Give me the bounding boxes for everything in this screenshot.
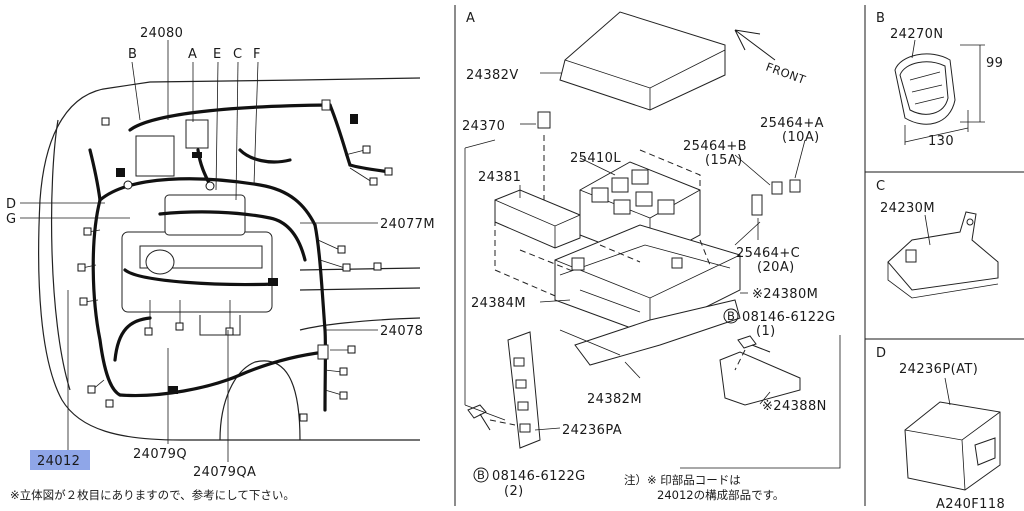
part-24388n-label: ※24388N (762, 399, 827, 414)
circled-b-1-letter: B (727, 309, 735, 323)
part-25464b-amp: (15A) (705, 153, 743, 168)
footnote-left: ※立体図が２枚目にありますので、参考にして下さい。 (10, 488, 295, 502)
vehicle-harness-view (20, 40, 421, 462)
part-24079qa-label: 24079QA (193, 465, 256, 480)
detail-d-drawing (904, 377, 1001, 491)
panel-dividers (454, 5, 1024, 506)
callout-e-label: E (213, 47, 222, 62)
part-24384m-label: 24384M (471, 296, 526, 311)
detail-a-title: A (466, 11, 475, 26)
detail-c-title: C (876, 179, 885, 194)
part-24270n-label: 24270N (890, 27, 943, 42)
detail-d-title: D (876, 346, 886, 361)
part-24370-label: 24370 (462, 119, 505, 134)
detail-b-drawing (894, 39, 985, 145)
part-24078-label: 24078 (380, 324, 423, 339)
part-24382m-label: 24382M (587, 392, 642, 407)
callout-f-label: F (253, 47, 261, 62)
part-24236p-at-label: 24236P(AT) (899, 362, 978, 377)
part-08146-6122g-1-qty: (1) (756, 324, 776, 339)
detail-c-drawing (887, 211, 999, 299)
part-08146-6122g-1-label: 08146-6122G (742, 310, 836, 325)
part-25464c-amp: (20A) (757, 260, 795, 275)
part-25410l-label: 25410L (570, 151, 621, 166)
part-25464a-amp: (10A) (782, 130, 820, 145)
circled-b-marker-1 (723, 308, 739, 324)
figure-code: A240F118 (936, 497, 1005, 511)
footnote-right-line-2: 24012の構成部品です。 (657, 488, 784, 502)
detail-a-drawing (464, 11, 841, 469)
front-arrow-label: FRONT (764, 60, 808, 87)
part-24080-label: 24080 (140, 26, 183, 41)
dim-height-label: 99 (986, 56, 1003, 71)
part-25464c-label: 25464+C (736, 246, 800, 261)
circled-b-2-letter: B (477, 468, 485, 482)
part-24012-label: 24012 (37, 454, 80, 469)
part-24079q-label: 24079Q (133, 447, 187, 462)
part-24381-label: 24381 (478, 170, 521, 185)
part-08146-6122g-2-label: 08146-6122G (492, 469, 586, 484)
callout-b-label: B (128, 47, 137, 62)
footnote-right-line-1: 注）※ 印部品コードは (624, 473, 741, 487)
part-08146-6122g-2-qty: (2) (504, 484, 524, 499)
part-24012-highlight (30, 450, 90, 470)
dim-width-label: 130 (928, 134, 954, 149)
circled-b-marker-2 (473, 467, 489, 483)
part-25464a-label: 25464+A (760, 116, 824, 131)
callout-d-label: D (6, 197, 16, 212)
callout-c-label: C (233, 47, 242, 62)
callout-a-label: A (188, 47, 197, 62)
detail-b-title: B (876, 11, 885, 26)
part-25464b-label: 25464+B (683, 139, 747, 154)
part-24230m-label: 24230M (880, 201, 935, 216)
part-24077m-label: 24077M (380, 217, 435, 232)
part-24382v-label: 24382V (466, 68, 519, 83)
part-24236pa-label: 24236PA (562, 423, 622, 438)
part-24380m-label: ※24380M (752, 287, 818, 302)
callout-g-label: G (6, 212, 16, 227)
